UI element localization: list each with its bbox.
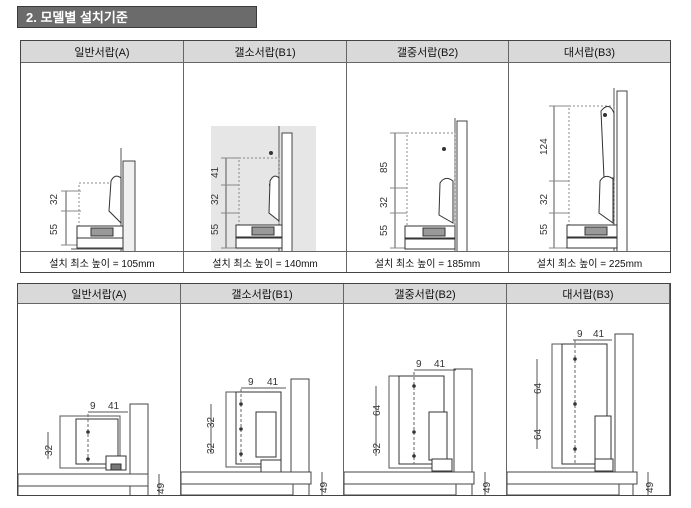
bottom-diagram-a: 9 41 32 49 xyxy=(18,304,181,495)
bottom-header-a: 일반서랍(A) xyxy=(18,284,181,304)
dim-bb2-32: 32 xyxy=(372,442,383,454)
top-diagram-b1: 41 32 55 18 xyxy=(184,63,347,252)
bottom-header-b2: 갤중서랍(B2) xyxy=(344,284,507,304)
dim-ba-49: 49 xyxy=(156,482,167,494)
dim-bb3-41: 41 xyxy=(593,329,605,340)
bottom-diagram-b2: 9 41 64 32 49 xyxy=(344,304,507,495)
bottom-diagram-b3: 9 41 64 64 49 xyxy=(507,304,670,495)
section-title: 2. 모델별 설치기준 xyxy=(17,6,257,28)
top-header-a: 일반서랍(A) xyxy=(21,41,184,63)
top-footer-a: 설치 최소 높이 = 105mm xyxy=(21,252,184,272)
top-footer-b2: 설치 최소 높이 = 185mm xyxy=(347,252,509,272)
dim-bb1-49: 49 xyxy=(319,481,330,493)
dim-b1-32: 32 xyxy=(210,193,221,205)
dim-bb3-9: 9 xyxy=(577,329,583,340)
top-install-table: 일반서랍(A) 갤소서랍(B1) 갤중서랍(B2) 대서랍(B3) 32 55 … xyxy=(20,40,671,273)
dim-ba-41: 41 xyxy=(108,401,120,412)
dim-b1-55: 55 xyxy=(210,223,221,235)
dim-b1-41: 41 xyxy=(210,166,221,178)
dim-bb1-32a: 32 xyxy=(206,416,217,428)
dim-bb1-32b: 32 xyxy=(206,442,217,454)
dim-b3-55: 55 xyxy=(539,223,550,235)
top-header-b3: 대서랍(B3) xyxy=(509,41,670,63)
dim-a-32: 32 xyxy=(49,193,60,205)
bottom-install-table: 일반서랍(A) 갤소서랍(B1) 갤중서랍(B2) 대서랍(B3) 9 41 3… xyxy=(17,283,671,496)
dim-bb1-9: 9 xyxy=(248,377,254,388)
top-diagram-b3: 124 32 55 18 xyxy=(509,63,670,252)
dim-b3-32: 32 xyxy=(539,193,550,205)
dim-ba-32: 32 xyxy=(44,444,55,456)
bottom-diagram-b1: 9 41 32 32 49 xyxy=(181,304,344,495)
dim-bb3-64a: 64 xyxy=(533,382,544,394)
dim-bb2-49: 49 xyxy=(482,481,493,493)
top-diagram-a: 32 55 18 xyxy=(21,63,184,252)
dim-b3-124: 124 xyxy=(539,138,550,155)
bottom-header-b1: 갤소서랍(B1) xyxy=(181,284,344,304)
dim-bb2-64: 64 xyxy=(372,404,383,416)
top-diagram-b2: 85 32 55 18 xyxy=(347,63,509,252)
dim-bb2-41: 41 xyxy=(434,359,446,370)
top-header-b2: 갤중서랍(B2) xyxy=(347,41,509,63)
dim-b2-32: 32 xyxy=(379,196,390,208)
dim-b2-85: 85 xyxy=(379,161,390,173)
top-header-b1: 갤소서랍(B1) xyxy=(184,41,347,63)
dim-bb3-64b: 64 xyxy=(533,428,544,440)
dim-bb2-9: 9 xyxy=(416,359,422,370)
top-footer-b1: 설치 최소 높이 = 140mm xyxy=(184,252,347,272)
dim-bb1-41: 41 xyxy=(267,377,279,388)
bottom-header-b3: 대서랍(B3) xyxy=(507,284,670,304)
dim-ba-9: 9 xyxy=(90,401,96,412)
dim-a-55: 55 xyxy=(49,223,60,235)
dim-bb3-49: 49 xyxy=(645,481,656,493)
top-footer-b3: 설치 최소 높이 = 225mm xyxy=(536,258,643,270)
dim-b2-55: 55 xyxy=(379,224,390,236)
